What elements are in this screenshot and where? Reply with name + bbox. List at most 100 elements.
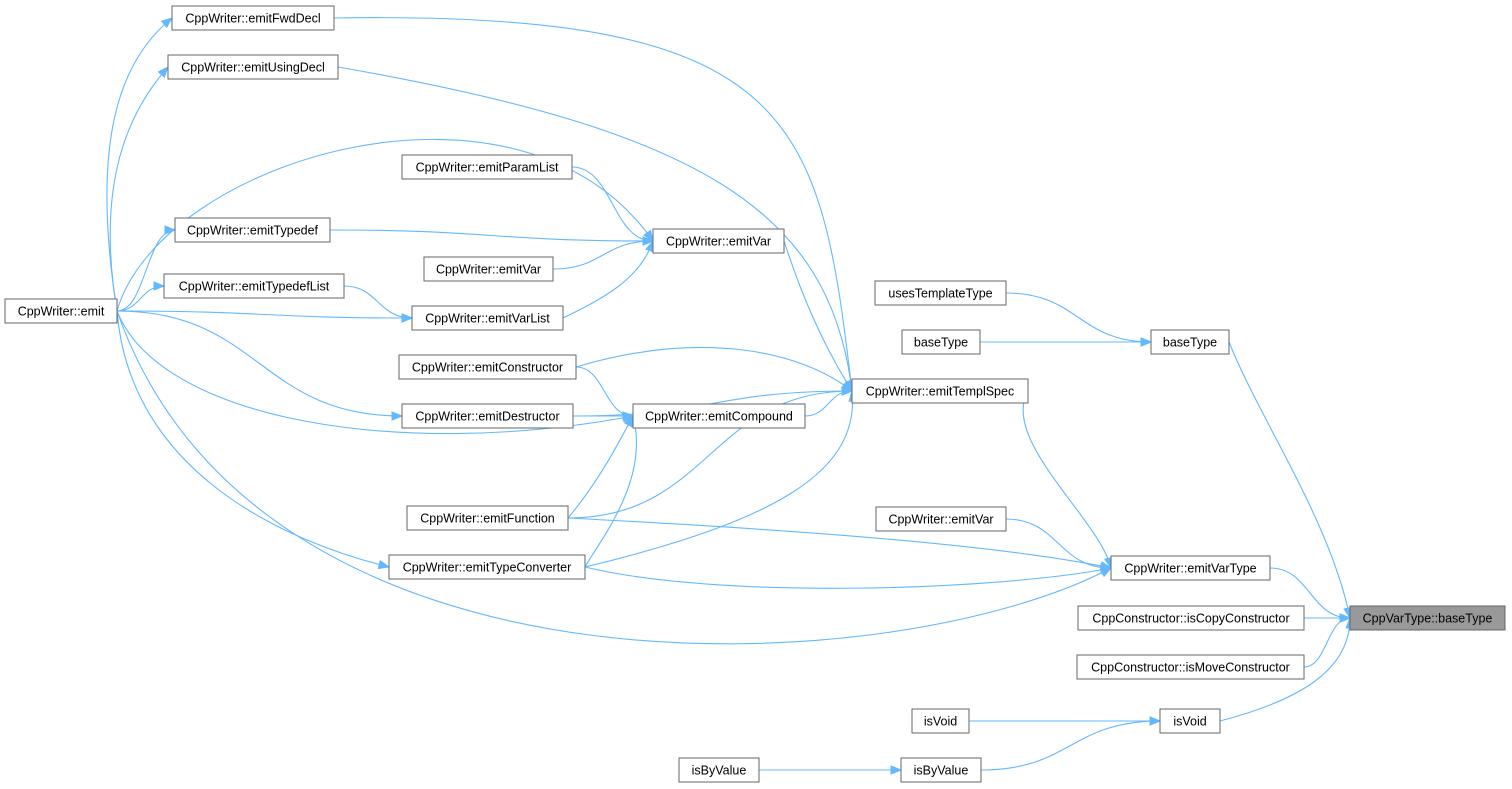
node-box[interactable] xyxy=(911,708,970,734)
node-label: CppVarType::baseType xyxy=(1363,612,1493,626)
node-root[interactable]: CppVarType::baseType xyxy=(1349,605,1506,631)
arrowhead-icon xyxy=(1140,337,1153,347)
node-box[interactable] xyxy=(678,757,760,783)
node-emitTypedef[interactable]: CppWriter::emitTypedef xyxy=(174,217,331,243)
node-label: baseType xyxy=(1163,336,1217,350)
node-emitTemplSpec[interactable]: CppWriter::emitTemplSpec xyxy=(851,378,1029,404)
node-isByValue_l[interactable]: isByValue xyxy=(678,757,760,783)
node-box[interactable] xyxy=(901,329,981,355)
node-emitVarList[interactable]: CppWriter::emitVarList xyxy=(411,305,564,331)
arrowhead-icon xyxy=(621,413,635,423)
node-emitTypeConverter[interactable]: CppWriter::emitTypeConverter xyxy=(388,554,586,580)
arrowhead-icon xyxy=(401,313,414,323)
edge-line xyxy=(116,310,1112,645)
node-usesTemplateType[interactable]: usesTemplateType xyxy=(874,280,1007,306)
edge-line xyxy=(567,415,634,519)
node-box[interactable] xyxy=(163,273,345,299)
node-emitCompound[interactable]: CppWriter::emitCompound xyxy=(632,403,806,429)
node-box[interactable] xyxy=(401,403,574,429)
node-isVoid_l[interactable]: isVoid xyxy=(911,708,970,734)
arrowhead-icon xyxy=(153,281,166,291)
node-isCopyCtor[interactable]: CppConstructor::isCopyConstructor xyxy=(1077,605,1305,631)
node-emitConstructor[interactable]: CppWriter::emitConstructor xyxy=(398,354,577,380)
node-isVoid_r[interactable]: isVoid xyxy=(1159,708,1221,734)
node-label: CppWriter::emitVarList xyxy=(425,312,550,326)
node-box[interactable] xyxy=(167,54,339,80)
edge-emitFwdDecl-to-emitTemplSpec xyxy=(333,17,856,393)
edge-line xyxy=(575,366,634,417)
node-emitTypedefList[interactable]: CppWriter::emitTypedefList xyxy=(163,273,345,299)
node-box[interactable] xyxy=(388,554,586,580)
node-emitVar_mid[interactable]: CppWriter::emitVar xyxy=(875,506,1007,532)
node-box[interactable] xyxy=(401,154,573,180)
node-emitDestructor[interactable]: CppWriter::emitDestructor xyxy=(401,403,574,429)
node-emitFunction[interactable]: CppWriter::emitFunction xyxy=(406,505,569,531)
node-label: CppWriter::emit xyxy=(18,305,105,319)
node-isByValue_r[interactable]: isByValue xyxy=(900,757,982,783)
node-box[interactable] xyxy=(1150,329,1230,355)
node-box[interactable] xyxy=(1349,605,1506,631)
edge-line xyxy=(571,166,654,242)
node-box[interactable] xyxy=(423,256,554,282)
edge-emitVar_small-to-emitVar_top xyxy=(552,236,655,270)
edge-line xyxy=(116,285,165,312)
node-label: CppWriter::emitTypedef xyxy=(187,224,319,238)
edge-line xyxy=(980,720,1161,771)
node-label: CppWriter::emitCompound xyxy=(645,410,793,424)
node-label: isByValue xyxy=(914,764,969,778)
node-baseType_r[interactable]: baseType xyxy=(1150,329,1230,355)
node-label: CppWriter::emitDestructor xyxy=(415,410,559,424)
arrowhead-icon xyxy=(164,225,177,235)
node-emitParamList[interactable]: CppWriter::emitParamList xyxy=(401,154,573,180)
node-label: baseType xyxy=(914,336,968,350)
node-box[interactable] xyxy=(174,217,331,243)
node-box[interactable] xyxy=(398,354,577,380)
edge-line xyxy=(584,566,1112,589)
edge-line xyxy=(567,517,1112,569)
arrowhead-icon xyxy=(1149,716,1162,726)
node-box[interactable] xyxy=(171,5,335,31)
node-emitVar_top[interactable]: CppWriter::emitVar xyxy=(652,228,785,254)
edge-line xyxy=(552,240,654,270)
node-box[interactable] xyxy=(874,280,1007,306)
edge-emit-to-emitVarType xyxy=(116,310,1113,645)
node-isMoveCtor[interactable]: CppConstructor::isMoveConstructor xyxy=(1076,654,1305,680)
node-label: CppWriter::emitTypedefList xyxy=(179,280,330,294)
node-box[interactable] xyxy=(1159,708,1221,734)
node-label: usesTemplateType xyxy=(888,287,992,301)
node-label: CppConstructor::isMoveConstructor xyxy=(1091,661,1290,675)
edge-emit-to-emitFwdDecl xyxy=(106,17,174,312)
node-emitVarType[interactable]: CppWriter::emitVarType xyxy=(1110,555,1271,581)
node-emitVar_small[interactable]: CppWriter::emitVar xyxy=(423,256,554,282)
edge-line xyxy=(1228,341,1351,619)
node-box[interactable] xyxy=(1110,555,1271,581)
edge-line xyxy=(1022,390,1112,569)
node-label: CppWriter::emitFunction xyxy=(420,512,555,526)
node-box[interactable] xyxy=(411,305,564,331)
node-label: CppWriter::emitUsingDecl xyxy=(181,61,325,75)
node-box[interactable] xyxy=(900,757,982,783)
edge-line xyxy=(116,310,413,319)
node-box[interactable] xyxy=(4,298,118,324)
arrowhead-icon xyxy=(157,65,169,79)
node-emit[interactable]: CppWriter::emit xyxy=(4,298,118,324)
node-baseType_l[interactable]: baseType xyxy=(901,329,981,355)
node-label: CppWriter::emitParamList xyxy=(416,161,559,175)
node-box[interactable] xyxy=(632,403,806,429)
node-emitFwdDecl[interactable]: CppWriter::emitFwdDecl xyxy=(171,5,335,31)
edge-line xyxy=(116,310,403,417)
edge-line xyxy=(329,229,654,242)
edge-line xyxy=(1269,567,1351,619)
node-box[interactable] xyxy=(1077,605,1305,631)
node-emitUsingDecl[interactable]: CppWriter::emitUsingDecl xyxy=(167,54,339,80)
node-box[interactable] xyxy=(406,505,569,531)
node-label: CppWriter::emitTypeConverter xyxy=(403,561,572,575)
node-label: CppWriter::emitConstructor xyxy=(412,361,563,375)
node-box[interactable] xyxy=(875,506,1007,532)
edge-line xyxy=(575,347,853,392)
node-box[interactable] xyxy=(1076,654,1305,680)
edge-line xyxy=(1219,617,1351,722)
node-box[interactable] xyxy=(851,378,1029,404)
node-box[interactable] xyxy=(652,228,785,254)
edge-line xyxy=(116,310,634,435)
